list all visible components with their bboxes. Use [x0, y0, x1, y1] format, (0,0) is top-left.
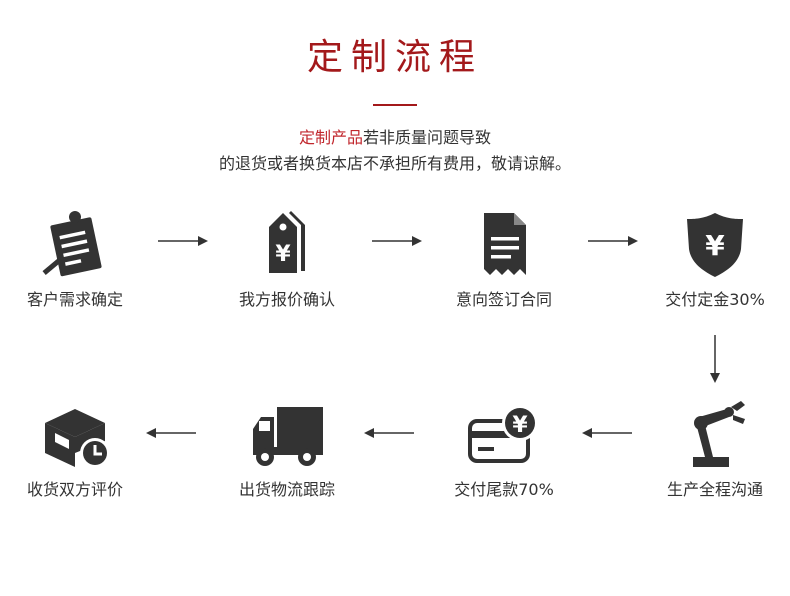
- notice-line-1: 定制产品若非质量问题导致: [0, 128, 790, 148]
- step-label: 交付尾款70%: [454, 480, 554, 499]
- step-label: 交付定金30%: [665, 290, 765, 309]
- step-label: 客户需求确定: [26, 290, 123, 309]
- notice-line-2: 的退货或者换货本店不承担所有费用，敬请谅解。: [218, 154, 571, 173]
- step-label: 我方报价确认: [238, 290, 335, 309]
- contract-document-icon: [464, 205, 544, 285]
- card-payment-icon: ¥: [464, 395, 544, 475]
- step-label: 生产全程沟通: [666, 480, 763, 499]
- title-underline: [373, 104, 417, 106]
- arrow-right-icon: [372, 235, 422, 247]
- arrow-left-icon: [364, 427, 414, 439]
- yuan-shield-icon: ¥: [675, 205, 755, 285]
- arrow-down-icon: [709, 335, 721, 383]
- notice-highlight: 定制产品: [298, 128, 363, 147]
- page-title: 定制流程: [306, 37, 483, 78]
- request-notes-icon: [35, 205, 115, 285]
- step-label: 收货双方评价: [26, 480, 123, 499]
- package-clock-icon: [35, 395, 115, 475]
- step-label: 出货物流跟踪: [238, 480, 335, 499]
- delivery-truck-icon: [247, 395, 327, 475]
- svg-text:¥: ¥: [512, 413, 528, 438]
- arrow-right-icon: [158, 235, 208, 247]
- arrow-left-icon: [582, 427, 632, 439]
- price-tag-icon: ¥: [247, 205, 327, 285]
- arrow-right-icon: [588, 235, 638, 247]
- robot-arm-icon: [675, 395, 755, 475]
- svg-text:¥: ¥: [705, 229, 725, 262]
- svg-text:¥: ¥: [275, 242, 291, 267]
- arrow-left-icon: [146, 427, 196, 439]
- step-label: 意向签订合同: [455, 290, 552, 309]
- notice-line-1-text: 若非质量问题导致: [363, 128, 492, 147]
